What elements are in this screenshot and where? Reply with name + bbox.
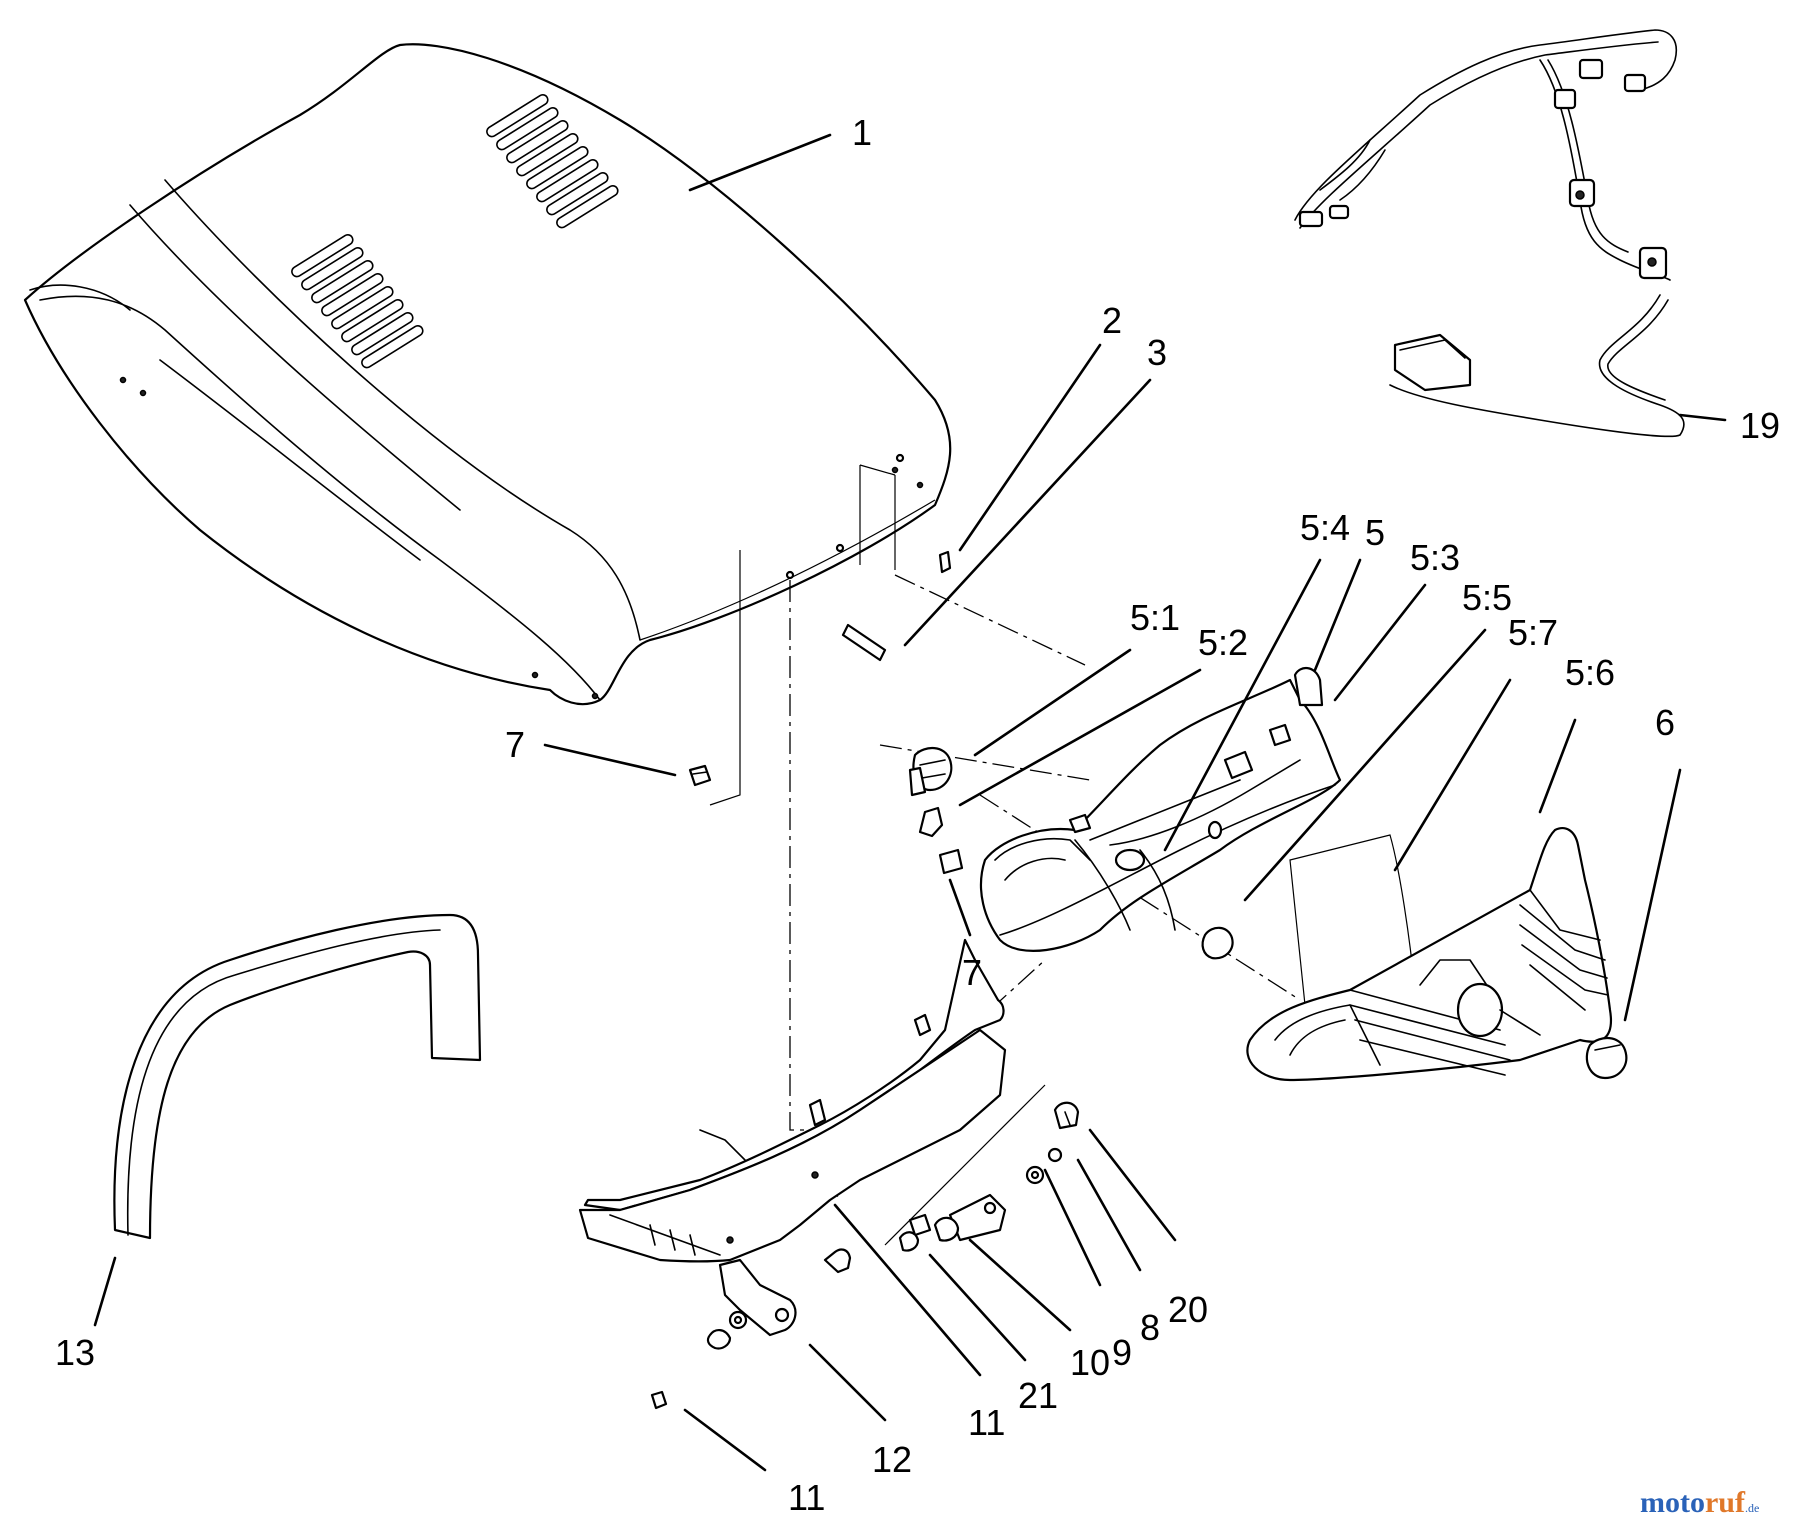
callout-6: 6	[1655, 702, 1675, 743]
hinge-hardware	[785, 453, 952, 662]
callout-7-left: 7	[505, 724, 525, 765]
callout-5: 5	[1365, 512, 1385, 553]
callout-10: 10	[1070, 1342, 1110, 1383]
callout-5-3: 5:3	[1410, 537, 1460, 578]
hood-vents-rear	[486, 93, 619, 229]
callout-11-right: 11	[968, 1402, 1005, 1443]
callout-11-bottom: 11	[788, 1477, 825, 1518]
callout-9: 9	[1112, 1332, 1132, 1373]
callout-13: 13	[55, 1332, 95, 1373]
right-fasteners	[898, 1101, 1080, 1252]
callout-5-7: 5:7	[1508, 612, 1558, 653]
bulb-socket	[908, 747, 953, 797]
watermark-part1: moto	[1640, 1486, 1705, 1519]
svg-text:motoruf.de: motoruf.de	[1640, 1486, 1759, 1519]
callout-21: 21	[1018, 1375, 1058, 1416]
leader-lines	[93, 133, 1727, 1472]
watermark-logo: motoruf.de	[1640, 1486, 1759, 1519]
callout-2: 2	[1102, 300, 1122, 341]
clip-7-left	[688, 764, 712, 787]
callout-5-6: 5:6	[1565, 652, 1615, 693]
emblem-cap	[1585, 1037, 1628, 1080]
hood	[23, 43, 952, 706]
callout-1: 1	[852, 112, 872, 153]
callout-7-mid: 7	[962, 952, 982, 993]
lower-bracket	[650, 1248, 852, 1410]
grille	[1246, 827, 1613, 1082]
hood-vents-front	[291, 233, 424, 369]
fender	[113, 913, 482, 1240]
wiring-harness	[1294, 29, 1685, 438]
clip-7-mid	[938, 848, 964, 875]
callout-5-2: 5:2	[1198, 622, 1248, 663]
callout-5-5: 5:5	[1462, 577, 1512, 618]
callout-labels: 1 2 3 19 5:4 5 5:3 5:5 5:1 5:2 5:7 5:6 6…	[55, 112, 1780, 1518]
gasket	[918, 806, 944, 838]
callout-19: 19	[1740, 405, 1780, 446]
watermark-suffix: .de	[1745, 1501, 1759, 1515]
callout-5-1: 5:1	[1130, 597, 1180, 638]
callout-20: 20	[1168, 1289, 1208, 1330]
callout-8: 8	[1140, 1307, 1160, 1348]
watermark-part2: ruf	[1705, 1486, 1746, 1519]
callout-12: 12	[872, 1439, 912, 1480]
lamp-bulb	[1201, 926, 1234, 960]
hood-bracket	[578, 938, 1007, 1263]
headlight-housing	[979, 667, 1342, 952]
callout-5-4: 5:4	[1300, 507, 1350, 548]
callout-3: 3	[1147, 332, 1167, 373]
